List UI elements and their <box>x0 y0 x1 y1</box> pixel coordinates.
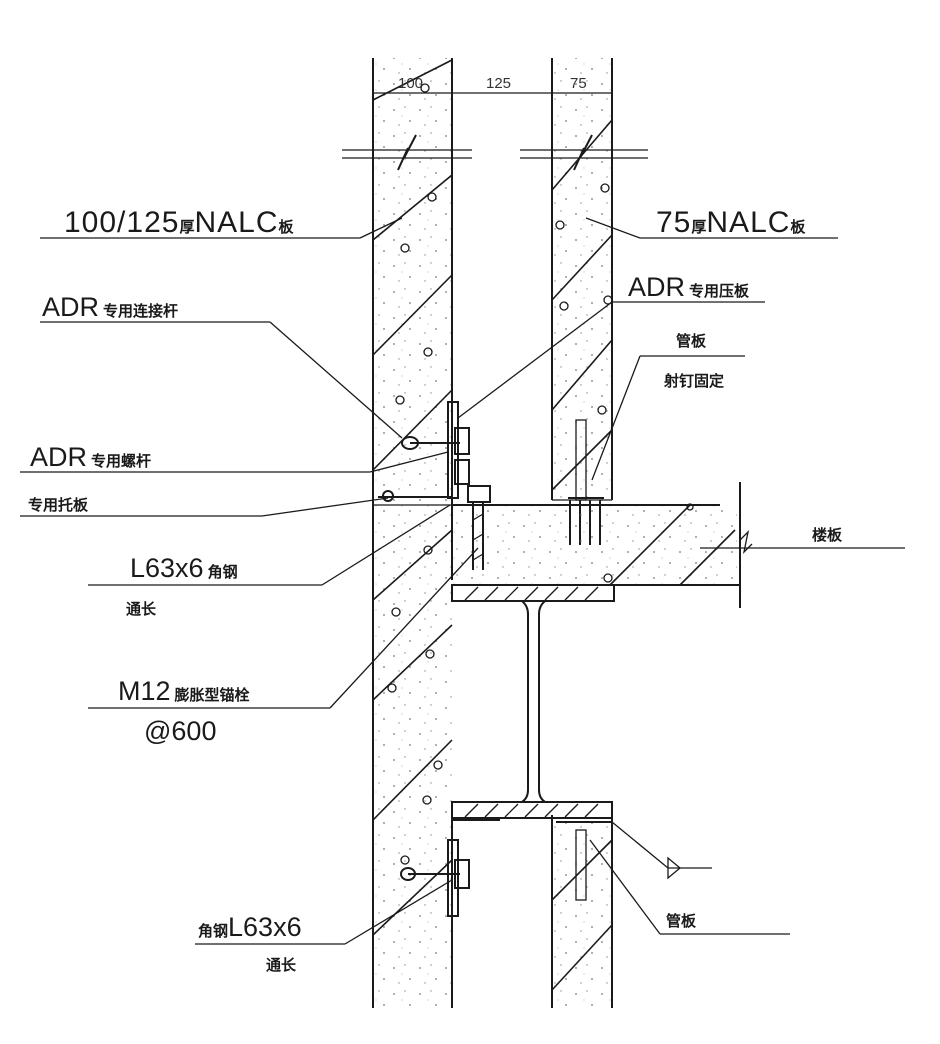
leader-lines <box>20 217 838 945</box>
label-through-2: 通长 <box>266 956 297 974</box>
lower-adr-fittings <box>400 819 712 918</box>
left-nalc-wall <box>342 58 472 1008</box>
label-angle-2: 角钢L63x6 <box>198 912 302 942</box>
dim-top-1: 100 <box>398 75 423 92</box>
label-nail-fix: 射钉固定 <box>663 372 724 390</box>
bottom-dimensions: 100 125 75 <box>360 1010 640 1044</box>
label-100-125-nalc: 100/125厚NALC板 <box>64 206 295 239</box>
label-pipe-plate-2: 管板 <box>666 912 697 930</box>
steel-beam <box>451 584 615 819</box>
label-anchor-spacing: @600 <box>144 716 216 746</box>
floor-slab <box>452 482 905 608</box>
label-through-1: 通长 <box>126 600 157 618</box>
label-floor-slab: 楼板 <box>812 526 843 544</box>
dim-top-3: 75 <box>570 75 587 92</box>
label-75-nalc: 75厚NALC板 <box>656 206 806 239</box>
top-dimensions: 100 125 75 <box>372 58 613 100</box>
dim-top-2: 125 <box>486 75 511 92</box>
upper-adr-fittings <box>378 401 491 570</box>
right-nalc-wall <box>520 58 648 1008</box>
label-pipe-plate-1: 管板 <box>676 332 707 350</box>
label-support-plate: 专用托板 <box>28 496 89 514</box>
